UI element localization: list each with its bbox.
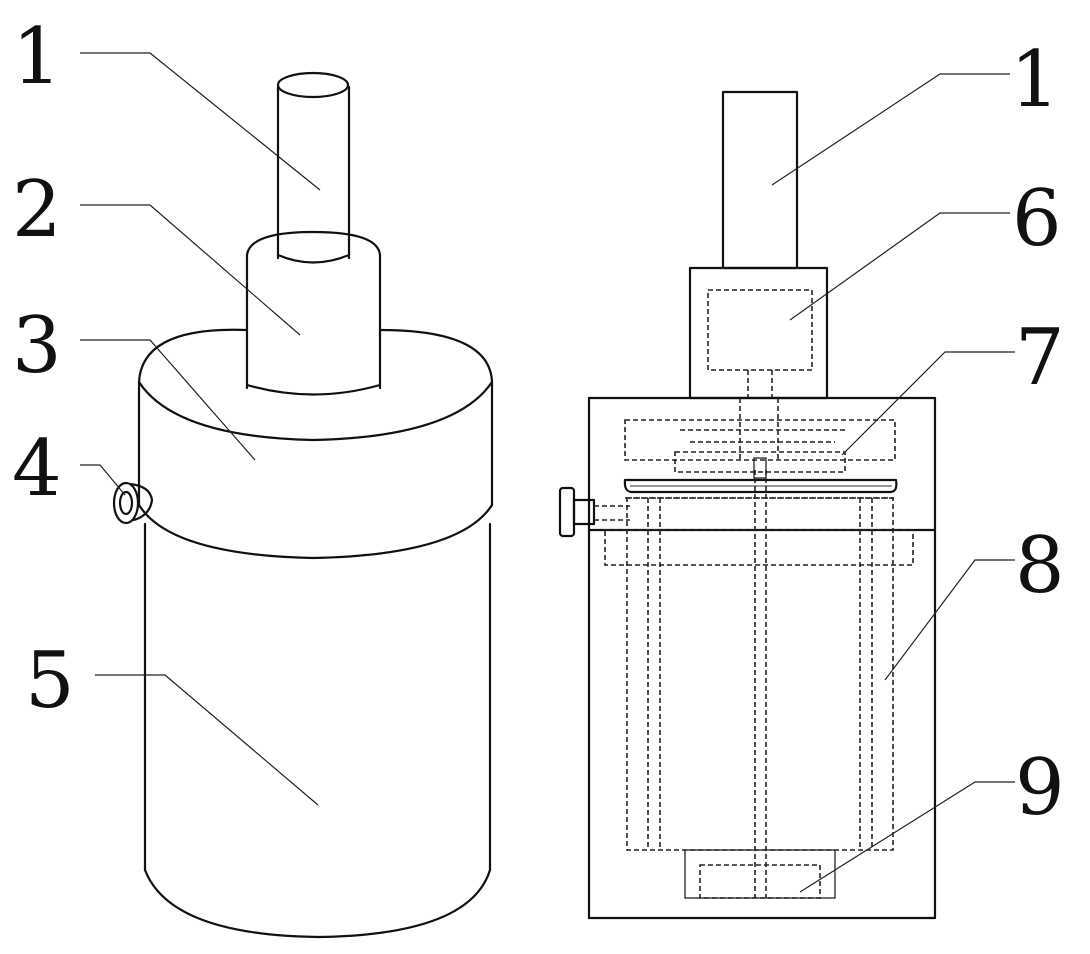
motor-inner — [707, 289, 813, 371]
left-top-shaft — [276, 71, 351, 264]
left-labels: 1 2 3 4 5 — [12, 12, 75, 726]
label-left-4: 4 — [12, 424, 62, 514]
left-view — [112, 71, 494, 939]
outer-case — [587, 396, 937, 920]
motor-housing — [688, 266, 829, 400]
label-left-1: 1 — [12, 12, 62, 102]
label-left-3: 3 — [12, 301, 62, 391]
label-right-9: 9 — [1015, 743, 1065, 833]
left-knob — [112, 481, 154, 525]
label-left-5: 5 — [25, 636, 75, 726]
right-knob — [558, 486, 630, 538]
leader-lines — [80, 52, 1015, 893]
label-right-8: 8 — [1015, 521, 1065, 611]
bottom-base — [684, 849, 836, 899]
left-collar — [245, 230, 382, 396]
right-view — [558, 90, 937, 920]
gear-assembly — [624, 398, 896, 479]
right-labels: 1 6 7 8 9 — [1010, 35, 1065, 833]
label-left-2: 2 — [12, 165, 62, 255]
right-top-shaft — [721, 90, 799, 270]
label-right-6: 6 — [1012, 174, 1062, 264]
label-right-1: 1 — [1010, 35, 1060, 125]
lower-flange — [604, 529, 914, 566]
ring-seal — [623, 478, 898, 499]
left-lid — [137, 328, 494, 560]
inner-drum — [626, 470, 894, 898]
left-body — [143, 522, 492, 939]
label-right-7: 7 — [1015, 313, 1065, 403]
